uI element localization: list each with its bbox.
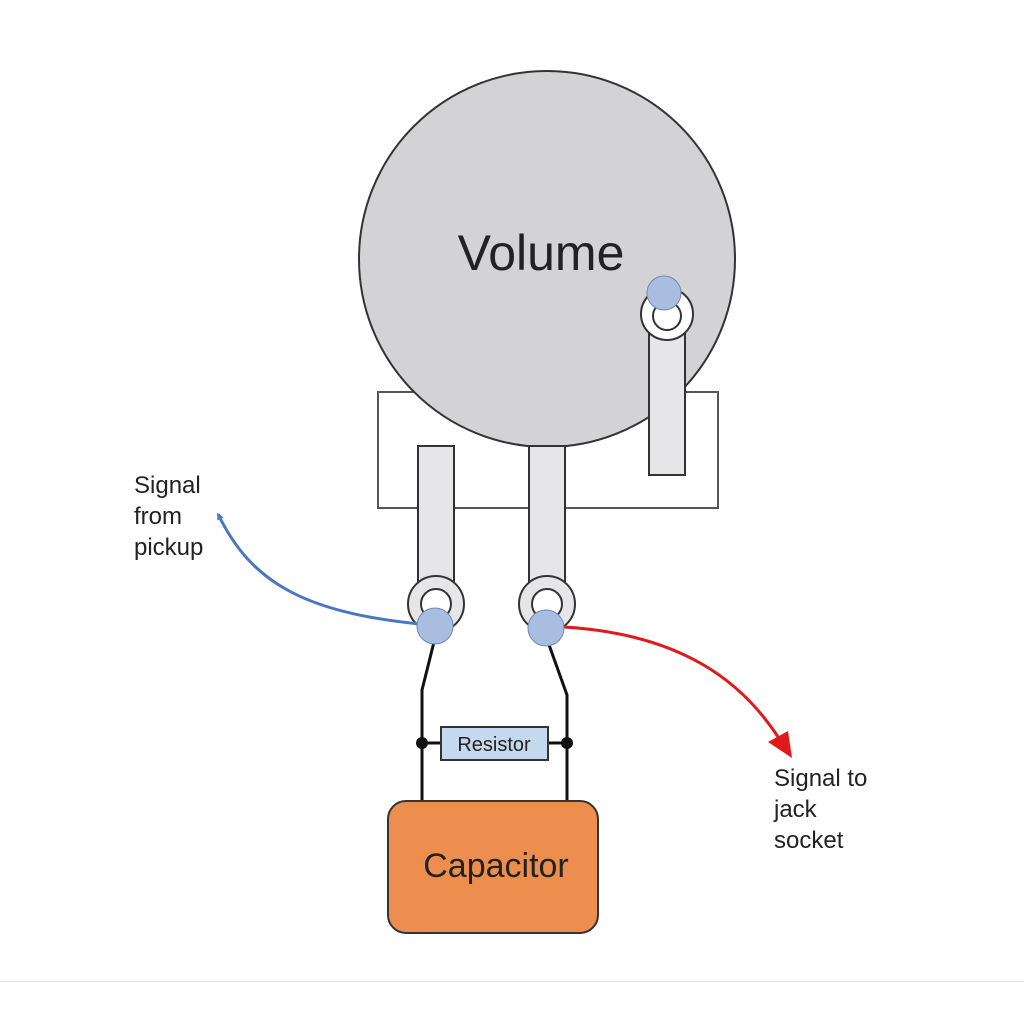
signal-in-label-line-1: Signal (134, 472, 201, 499)
capacitor-label: Capacitor (423, 847, 569, 885)
lead-right (546, 641, 569, 805)
resistor (440, 726, 549, 761)
signal-out-label-line-3: socket (774, 827, 844, 854)
signal-in-label-line-3: pickup (134, 534, 204, 561)
signal-out-arrowhead (768, 731, 792, 758)
solder-point-output (527, 609, 565, 647)
pot-lug-ground (648, 329, 686, 476)
solder-point-ground (646, 275, 682, 311)
capacitor (387, 800, 599, 934)
pot-lug-output (528, 445, 566, 597)
lead-left (420, 641, 436, 805)
signal-out-wire (563, 625, 782, 741)
junction-dot-right (561, 737, 573, 749)
signal-out-label-line-2: jack (774, 796, 817, 823)
signal-out-label-line-1: Signal to (774, 765, 868, 792)
signal-in-label-line-2: from (134, 503, 182, 530)
pot-lug-input (417, 445, 455, 597)
junction-dot-left (416, 737, 428, 749)
resistor-label: Resistor (457, 734, 531, 756)
signal-in-wire (216, 512, 421, 626)
volume-label: Volume (458, 225, 625, 281)
signal-in-label: Signal from pickup (134, 470, 203, 563)
bottom-divider (0, 981, 1024, 982)
signal-out-label: Signal to jack socket (774, 763, 867, 856)
solder-point-input (416, 607, 454, 645)
